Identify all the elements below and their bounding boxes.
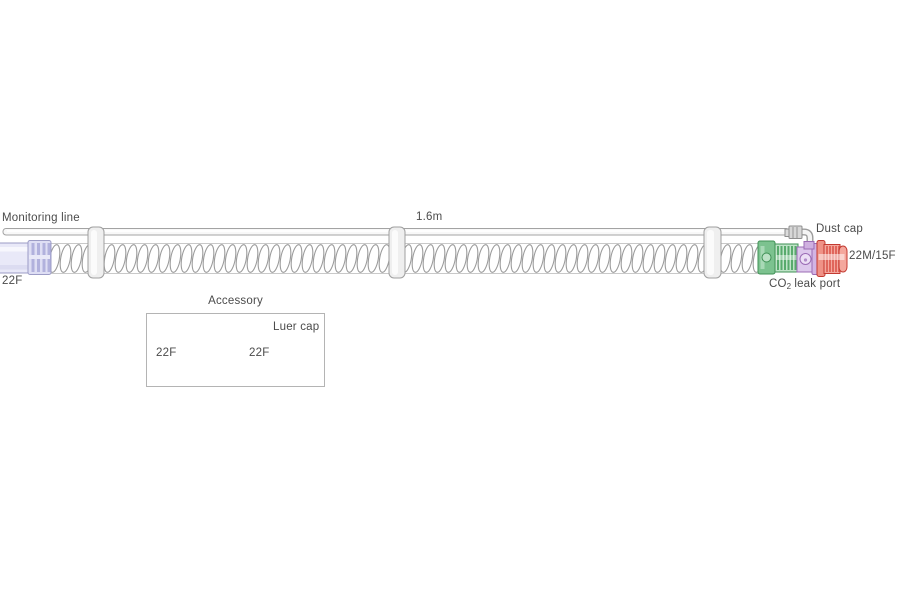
co2-label-sub: 2 bbox=[786, 282, 792, 291]
monitoring-line-label: Monitoring line bbox=[2, 212, 80, 224]
accessory-left-size-label: 22F bbox=[156, 347, 177, 359]
monitoring-line-elbow bbox=[795, 228, 814, 246]
patient-end-size-label: 22F bbox=[2, 275, 23, 287]
machine-end-size-label: 22M/15F bbox=[849, 250, 896, 262]
machine-end-green-connector bbox=[757, 240, 799, 275]
tube-clip-2 bbox=[388, 226, 406, 279]
co2-port-dot bbox=[803, 258, 808, 262]
tube-length-label: 1.6m bbox=[416, 211, 443, 223]
tube-clip-3 bbox=[703, 226, 722, 279]
dust-cap-red bbox=[816, 240, 848, 277]
adapter-stem bbox=[803, 241, 815, 250]
tube-clip-1 bbox=[87, 226, 105, 279]
luer-cap-label: Luer cap bbox=[273, 321, 320, 333]
dust-cap-label: Dust cap bbox=[816, 223, 863, 235]
co2-label-suffix: leak port bbox=[794, 278, 841, 290]
accessory-box bbox=[146, 313, 325, 387]
co2-label-prefix: CO bbox=[769, 278, 787, 290]
accessory-right-size-label: 22F bbox=[249, 347, 270, 359]
luer-fitting-grey bbox=[784, 225, 803, 239]
patient-connector-22f bbox=[0, 240, 52, 275]
accessory-title: Accessory bbox=[208, 295, 263, 307]
green-connector-port bbox=[761, 252, 772, 263]
